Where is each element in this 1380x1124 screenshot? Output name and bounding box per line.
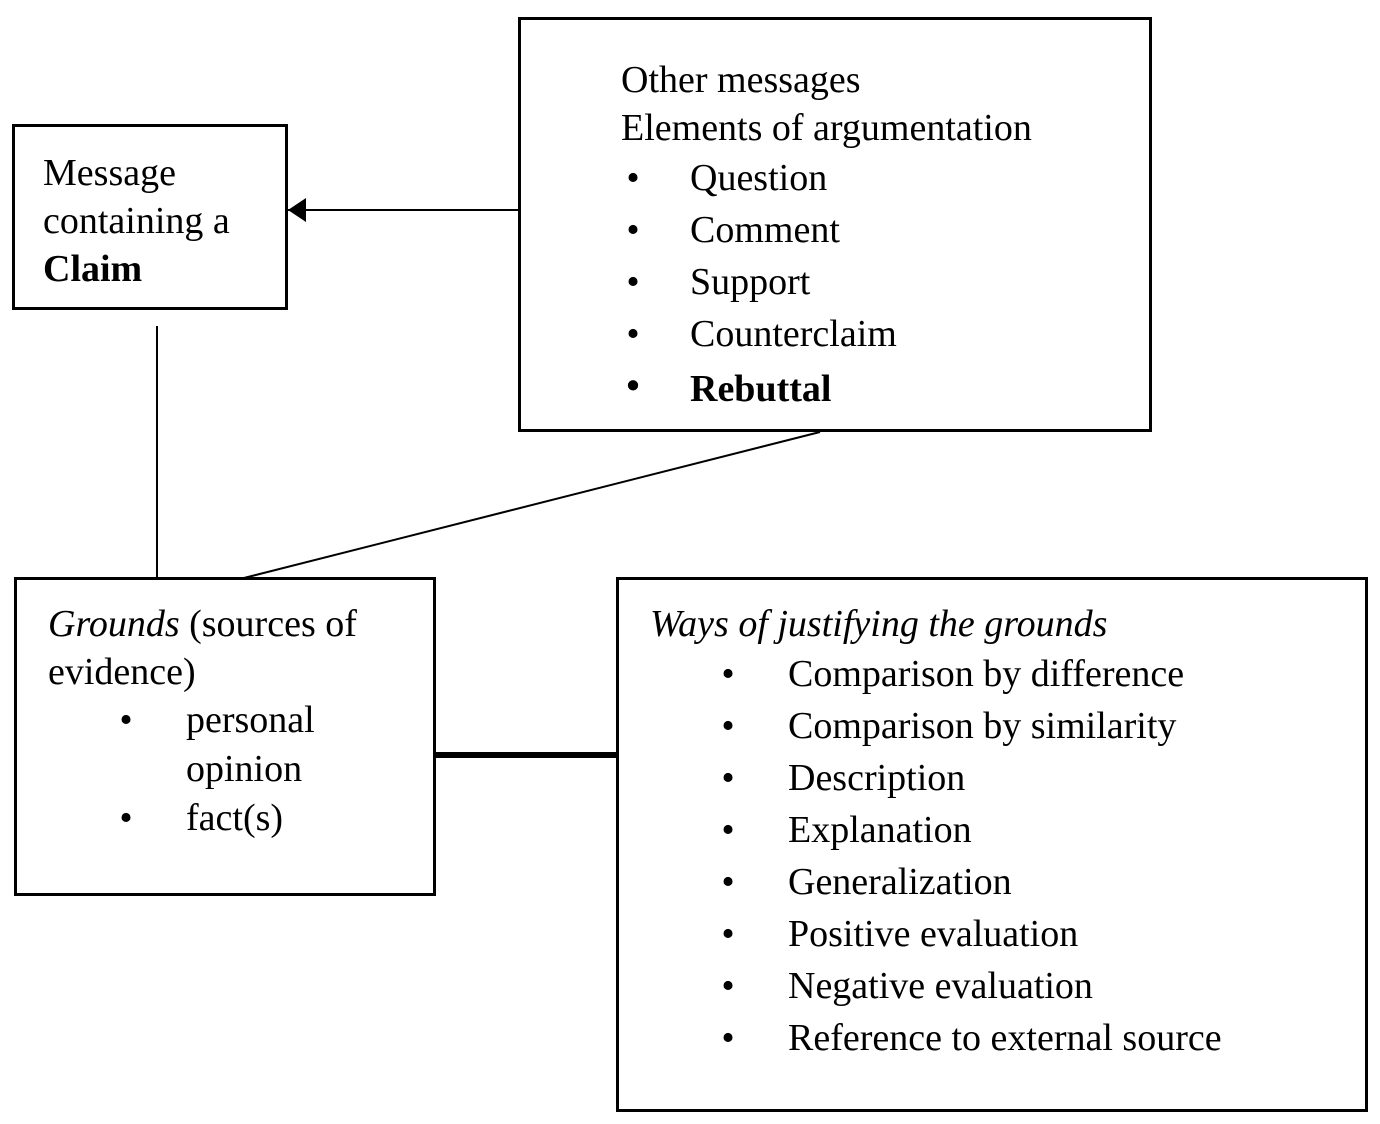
justification-box: Ways of justifying the grounds • Compari… xyxy=(616,577,1368,1112)
justification-list: • Comparison by difference • Comparison … xyxy=(716,648,1365,1064)
connector-other-to-grounds xyxy=(239,431,821,580)
bullet-icon: • xyxy=(119,797,133,839)
bullet-icon: • xyxy=(721,965,735,1007)
claim-box: Message containing a Claim xyxy=(12,124,288,310)
list-item: • Positive evaluation xyxy=(716,908,1365,960)
bullet-icon: • xyxy=(721,1017,735,1059)
list-item-label: Rebuttal xyxy=(690,368,832,410)
grounds-title-rest: (sources of xyxy=(179,603,357,645)
list-item: • Counterclaim xyxy=(621,308,1149,360)
bullet-icon: • xyxy=(626,209,640,251)
list-item: • Comparison by difference xyxy=(716,648,1365,700)
claim-box-line-3: Claim xyxy=(43,248,143,290)
grounds-title-italic: Grounds xyxy=(48,603,180,645)
bullet-icon: • xyxy=(721,653,735,695)
argumentation-elements-list: • Question • Comment • Support • Counter… xyxy=(621,152,1149,416)
bullet-icon: • xyxy=(626,261,640,303)
bullet-icon: • xyxy=(626,313,640,355)
bullet-icon: • xyxy=(721,861,735,903)
grounds-list: • personal opinion • fact(s) xyxy=(114,696,433,843)
list-item-label: Negative evaluation xyxy=(788,965,1093,1007)
list-item-label: Comment xyxy=(690,209,840,251)
bullet-icon: • xyxy=(721,705,735,747)
list-item: • Negative evaluation xyxy=(716,960,1365,1012)
list-item-label: Explanation xyxy=(788,809,972,851)
bullet-icon: • xyxy=(721,757,735,799)
list-item: • Rebuttal xyxy=(621,360,1149,416)
list-item-label: Generalization xyxy=(788,861,1012,903)
bullet-icon: • xyxy=(721,913,735,955)
list-item-label: Question xyxy=(690,157,828,199)
list-item-label: Positive evaluation xyxy=(788,913,1079,955)
list-item-label: Counterclaim xyxy=(690,313,897,355)
grounds-box: Grounds (sources of evidence) • personal… xyxy=(14,577,436,896)
list-item: • Support xyxy=(621,256,1149,308)
other-messages-title: Other messages xyxy=(621,59,861,101)
list-item-label: Support xyxy=(690,261,811,303)
list-item-label: personal opinion xyxy=(186,699,315,790)
bullet-icon: • xyxy=(721,809,735,851)
list-item: • Reference to external source xyxy=(716,1012,1365,1064)
list-item-label: fact(s) xyxy=(186,797,284,839)
bullet-icon: • xyxy=(626,157,640,199)
justification-title: Ways of justifying the grounds xyxy=(650,603,1108,645)
list-item: • Comparison by similarity xyxy=(716,700,1365,752)
list-item-label: Description xyxy=(788,757,966,799)
list-item: • fact(s) xyxy=(114,794,366,843)
arrowhead-icon xyxy=(288,198,306,222)
grounds-title: Grounds (sources of xyxy=(48,600,433,648)
other-messages-box: Other messages Elements of argumentation… xyxy=(518,17,1152,432)
bullet-icon: • xyxy=(119,699,133,741)
grounds-title-line-2: evidence) xyxy=(48,651,196,693)
list-item: • Question xyxy=(621,152,1149,204)
list-item: • Comment xyxy=(621,204,1149,256)
list-item: • personal opinion xyxy=(114,696,366,794)
list-item: • Explanation xyxy=(716,804,1365,856)
bullet-icon: • xyxy=(626,365,640,407)
claim-box-line-2: containing a xyxy=(43,200,230,242)
list-item: • Generalization xyxy=(716,856,1365,908)
list-item-label: Comparison by difference xyxy=(788,653,1185,695)
list-item: • Description xyxy=(716,752,1365,804)
other-messages-subtitle: Elements of argumentation xyxy=(621,107,1032,149)
list-item-label: Comparison by similarity xyxy=(788,705,1177,747)
list-item-label: Reference to external source xyxy=(788,1017,1222,1059)
claim-box-line-1: Message xyxy=(43,152,176,194)
